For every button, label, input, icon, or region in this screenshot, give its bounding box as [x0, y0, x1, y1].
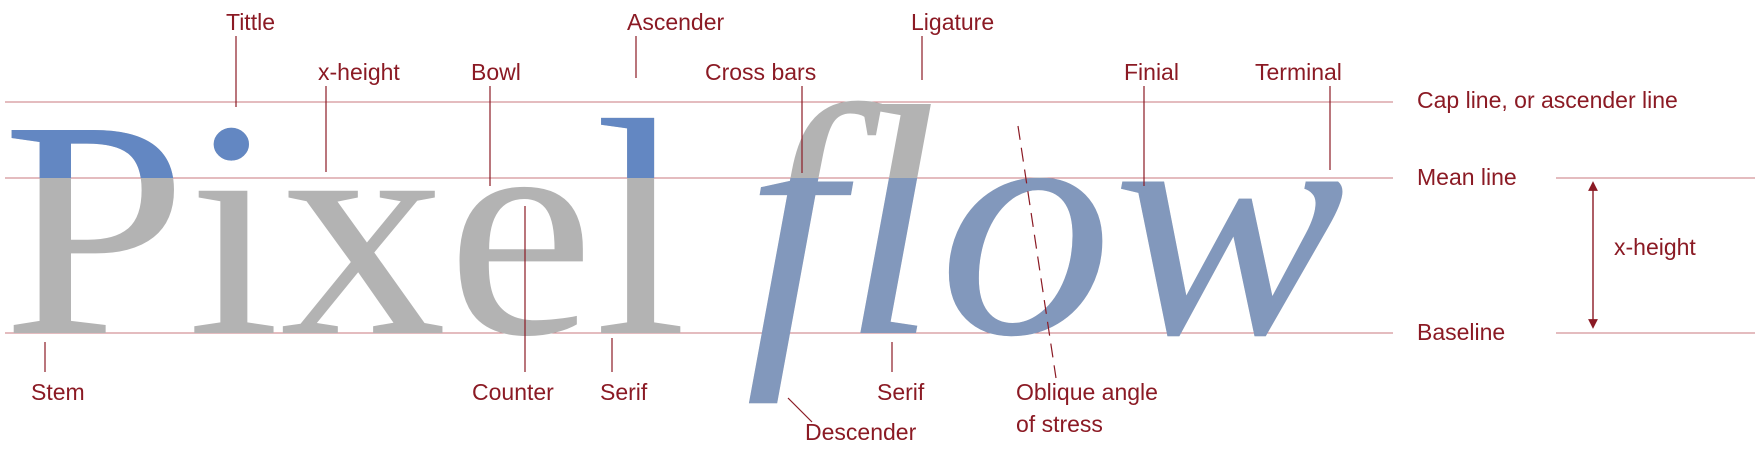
label-x-height: x-height	[318, 59, 400, 85]
label-x-height-side: x-height	[1614, 234, 1696, 260]
label-oblique-1: Oblique angle	[1016, 379, 1158, 405]
label-ligature: Ligature	[911, 9, 994, 35]
label-descender: Descender	[805, 419, 917, 445]
label-cap-line: Cap line, or ascender line	[1417, 87, 1678, 113]
word-flow-highlight-below: flow	[745, 40, 1347, 405]
label-serif-left: Serif	[600, 379, 648, 405]
label-serif-right: Serif	[877, 379, 925, 405]
label-tittle: Tittle	[226, 9, 275, 35]
label-terminal: Terminal	[1255, 59, 1342, 85]
label-finial: Finial	[1124, 59, 1179, 85]
word-pixel-group: Pixel Pixel	[2, 58, 687, 401]
word-pixel-highlight-above: Pixel	[2, 58, 687, 401]
word-flow-group: flow flow	[745, 40, 1347, 405]
label-counter: Counter	[472, 379, 554, 405]
label-bowl: Bowl	[471, 59, 521, 85]
word-flow-base: flow	[745, 40, 1347, 405]
descender-leader	[787, 397, 813, 423]
word-pixel-base: Pixel	[2, 58, 687, 401]
label-oblique-2: of stress	[1016, 411, 1103, 437]
label-mean-line: Mean line	[1417, 164, 1517, 190]
label-ascender: Ascender	[627, 9, 725, 35]
label-cross-bars: Cross bars	[705, 59, 816, 85]
label-stem: Stem	[31, 379, 85, 405]
label-baseline: Baseline	[1417, 319, 1505, 345]
